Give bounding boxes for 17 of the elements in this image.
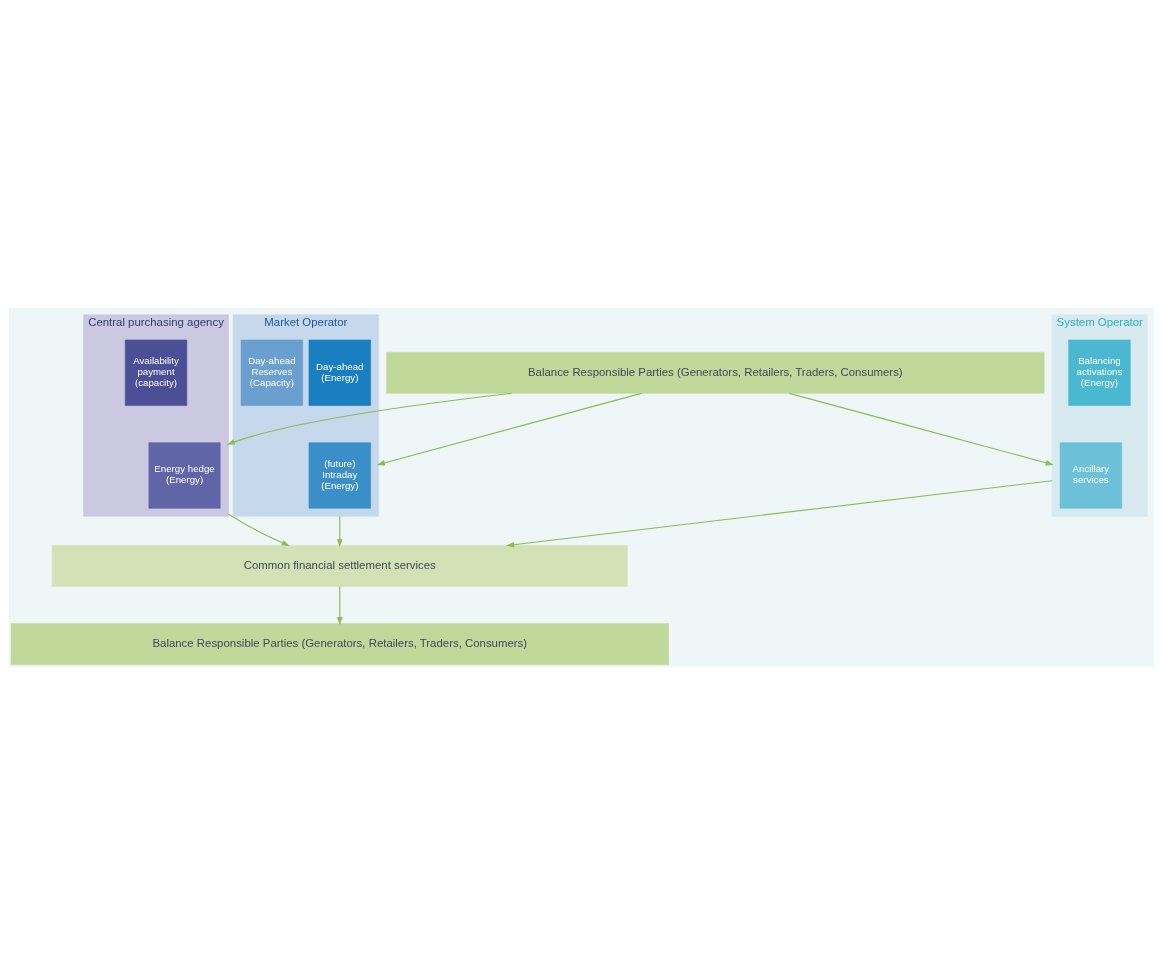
node-box: Balancing activations (Energy) (1068, 339, 1131, 406)
node-box: Day-ahead Reserves (Capacity) (240, 339, 303, 406)
node-box: (future) Intraday (Energy) (308, 442, 371, 509)
arrow (788, 392, 1054, 466)
arrow (226, 392, 512, 445)
arrow (337, 586, 343, 626)
arrow (506, 480, 1053, 548)
arrow (227, 513, 290, 547)
arrow (337, 515, 343, 548)
arrow (376, 392, 642, 466)
node-box: Ancillary services (1059, 442, 1122, 509)
node-box: Common financial settlement services (51, 545, 628, 587)
node-box: Balance Responsible Parties (Generators, Retailers, Traders, Consumers) (386, 351, 1045, 394)
node-box: Balance Responsible Parties (Generators, Retailers, Traders, Consumers) (10, 623, 669, 665)
node-box: Day-ahead (Energy) (308, 339, 371, 406)
node-box: Energy hedge (Energy) (148, 442, 221, 509)
node-box: Availability payment (capacity) (124, 339, 188, 406)
